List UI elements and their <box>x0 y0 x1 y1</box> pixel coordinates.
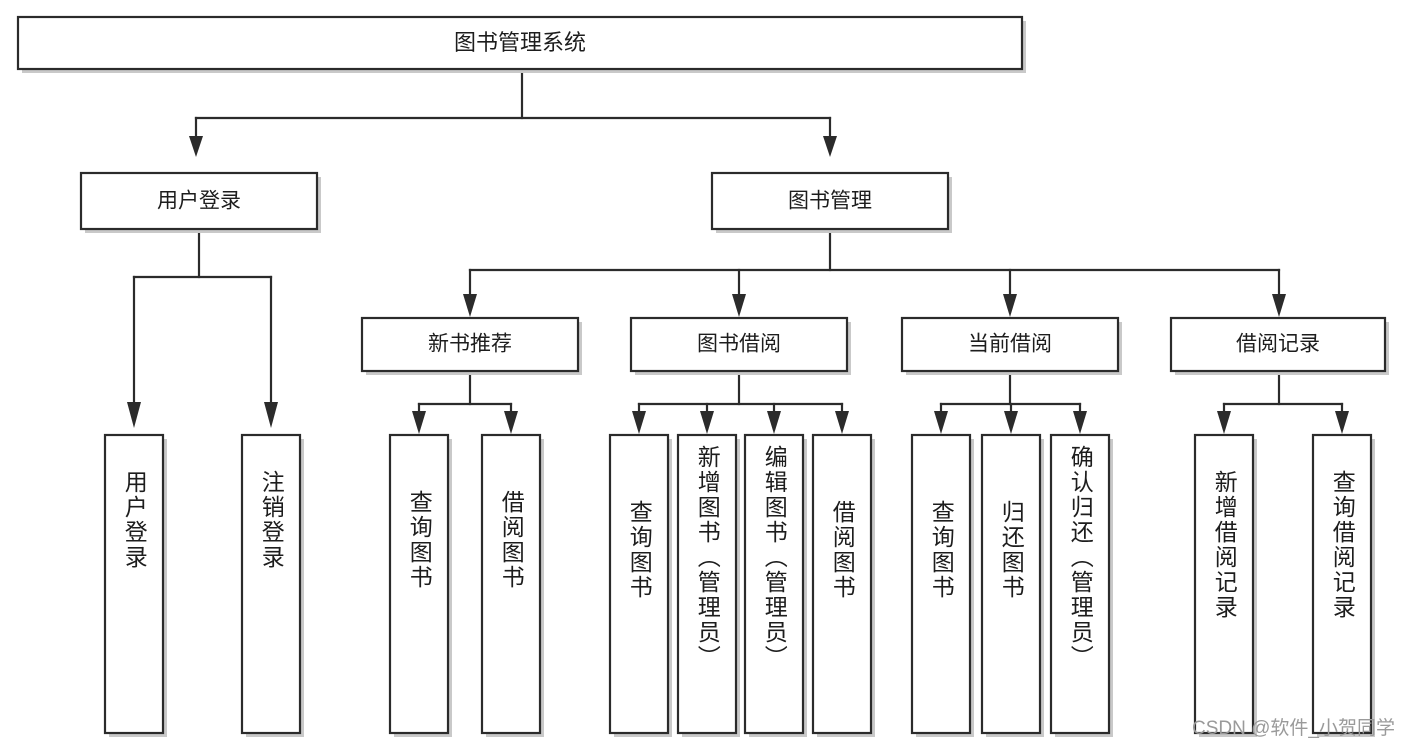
node-borrow-record-label: 借阅记录 <box>1236 333 1320 356</box>
node-current-borrow-box[interactable] <box>900 316 1120 373</box>
arrow-head-borrow-leaf-1 <box>632 411 646 434</box>
leaf-box-confirm-return[interactable] <box>1049 433 1111 735</box>
node-book-borrow-box[interactable] <box>629 316 849 373</box>
arrow-head-borrow-leaf-4 <box>835 411 849 434</box>
arrow-head-record-leaf-2 <box>1335 411 1349 434</box>
node-current-borrow[interactable]: 当前借阅 <box>900 316 1122 375</box>
leaf-box-user-login[interactable] <box>103 433 165 735</box>
node-book-management-label: 图书管理 <box>788 190 872 213</box>
node-book-management[interactable]: 图书管理 <box>710 171 952 233</box>
arrow-head-root-to-bookmgmt <box>823 136 837 157</box>
leaf-box-borrow-book-2[interactable] <box>811 433 873 735</box>
node-book-management-box[interactable] <box>710 171 950 231</box>
connector-layer <box>127 68 1349 434</box>
arrow-head-login-leaf-1 <box>127 402 141 428</box>
arrow-head-current-leaf-1 <box>934 411 948 434</box>
leaf-layer <box>103 433 1375 737</box>
leaf-box-return-book[interactable] <box>980 433 1042 735</box>
node-user-login-box[interactable] <box>79 171 319 231</box>
node-new-book-recommend-label: 新书推荐 <box>428 333 512 356</box>
arrow-head-record-leaf-1 <box>1217 411 1231 434</box>
leaf-box-query-record[interactable] <box>1311 433 1373 735</box>
leaf-box-query-book-2[interactable] <box>608 433 670 735</box>
arrow-head-borrow-leaf-2 <box>700 411 714 434</box>
node-new-book-recommend[interactable]: 新书推荐 <box>360 316 582 375</box>
leaf-box-logout[interactable] <box>240 433 302 735</box>
node-borrow-record[interactable]: 借阅记录 <box>1169 316 1389 375</box>
arrow-head-newbook-leaf-2 <box>504 411 518 434</box>
arrow-head-bookmgmt-child-1 <box>463 294 477 317</box>
leaf-box-borrow-book-1[interactable] <box>480 433 542 735</box>
arrow-head-borrow-leaf-3 <box>767 411 781 434</box>
arrow-head-bookmgmt-child-3 <box>1003 294 1017 317</box>
arrow-head-current-leaf-3 <box>1073 411 1087 434</box>
node-user-login[interactable]: 用户登录 <box>79 171 321 233</box>
node-new-book-recommend-box[interactable] <box>360 316 580 373</box>
node-current-borrow-label: 当前借阅 <box>968 333 1052 356</box>
node-root-label: 图书管理系统 <box>454 30 586 55</box>
leaf-box-add-record[interactable] <box>1193 433 1255 735</box>
arrow-head-bookmgmt-child-4 <box>1272 294 1286 317</box>
node-root[interactable]: 图书管理系统 <box>16 15 1026 73</box>
leaf-box-query-book-1[interactable] <box>388 433 450 735</box>
arrow-head-bookmgmt-child-2 <box>732 294 746 317</box>
node-root-box[interactable] <box>16 15 1024 71</box>
node-borrow-record-box[interactable] <box>1169 316 1387 373</box>
arrow-head-newbook-leaf-1 <box>412 411 426 434</box>
leaf-box-query-book-3[interactable] <box>910 433 972 735</box>
node-user-login-label: 用户登录 <box>157 190 241 213</box>
node-book-borrow[interactable]: 图书借阅 <box>629 316 851 375</box>
leaf-box-edit-book[interactable] <box>743 433 805 735</box>
arrow-head-root-to-login <box>189 136 203 157</box>
arrow-head-login-leaf-2 <box>264 402 278 428</box>
leaf-box-add-book[interactable] <box>676 433 738 735</box>
arrow-head-current-leaf-2 <box>1004 411 1018 434</box>
node-book-borrow-label: 图书借阅 <box>697 333 781 356</box>
